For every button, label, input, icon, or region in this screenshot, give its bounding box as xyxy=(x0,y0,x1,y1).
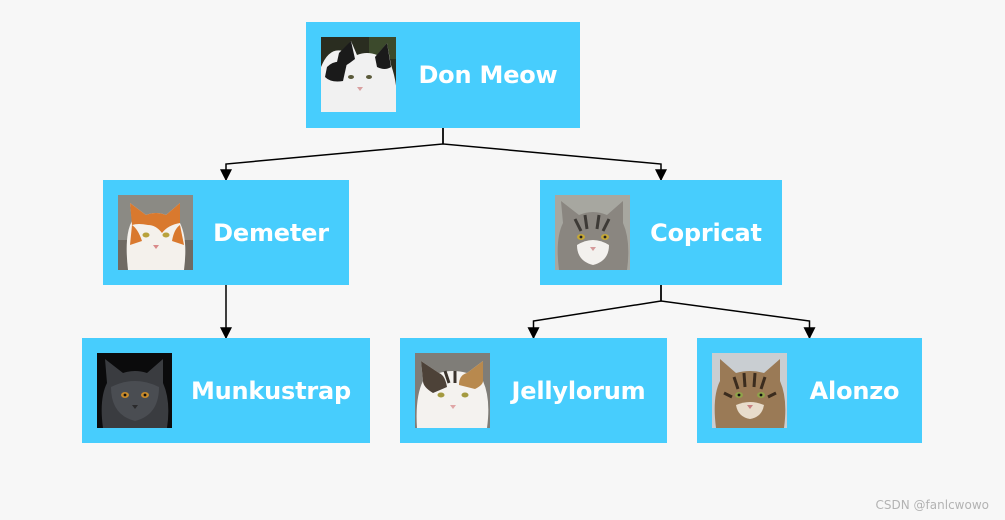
jellylorum-photo xyxy=(415,353,490,428)
node-jellylorum[interactable]: Jellylorum xyxy=(400,338,667,443)
copricat-photo xyxy=(555,195,630,270)
node-label: Munkustrap xyxy=(190,376,352,405)
connector-don-meow-to-copricat xyxy=(442,128,667,182)
node-label: Alonzo xyxy=(809,376,900,405)
watermark: CSDN @fanlcwowo xyxy=(875,498,989,512)
munkustrap-photo xyxy=(97,353,172,428)
connector-don-meow-to-demeter xyxy=(220,128,444,182)
node-label: Jellylorum xyxy=(511,376,646,405)
connector-copricat-to-jellylorum xyxy=(527,285,662,340)
demeter-photo xyxy=(118,195,193,270)
node-munkustrap[interactable]: Munkustrap xyxy=(82,338,370,443)
connector-copricat-to-alonzo xyxy=(660,285,816,340)
don-meow-photo xyxy=(321,37,396,112)
node-label: Don Meow xyxy=(418,61,558,89)
node-copricat[interactable]: Copricat xyxy=(540,180,782,285)
node-label: Copricat xyxy=(650,218,762,247)
alonzo-photo xyxy=(712,353,787,428)
node-alonzo[interactable]: Alonzo xyxy=(697,338,922,443)
node-label: Demeter xyxy=(213,218,329,247)
node-don-meow[interactable]: Don Meow xyxy=(306,22,580,128)
node-demeter[interactable]: Demeter xyxy=(103,180,349,285)
